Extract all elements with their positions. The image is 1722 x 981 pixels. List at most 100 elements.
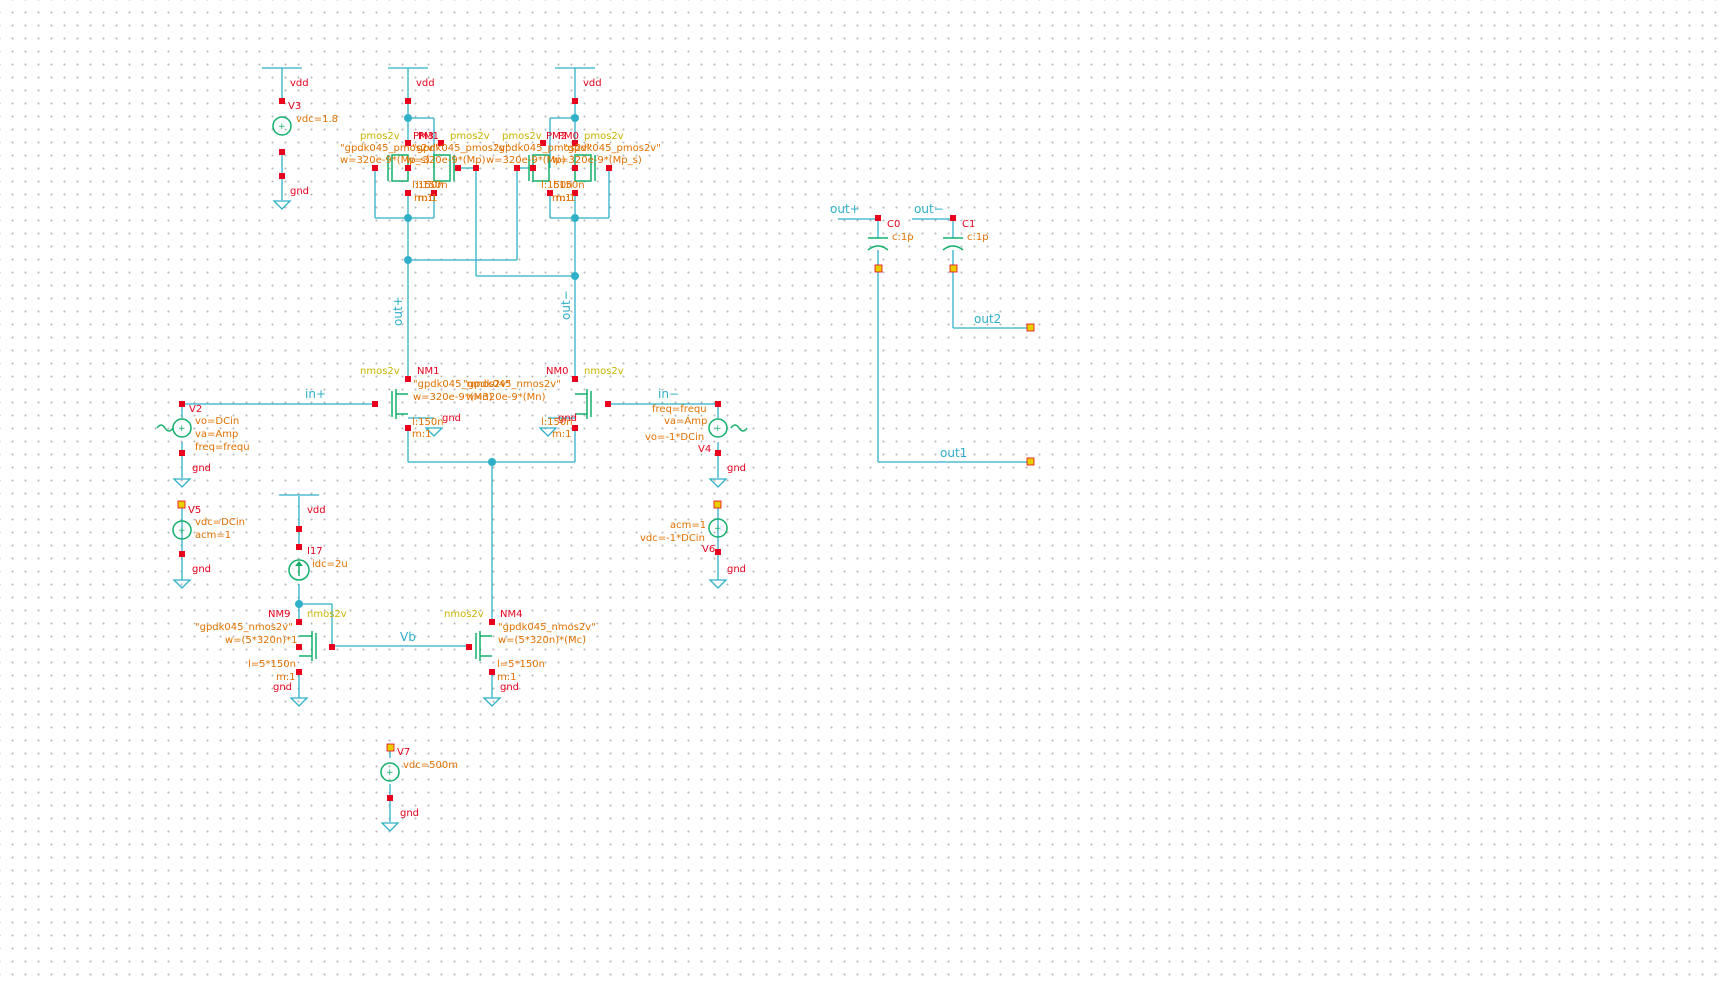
nm9-w: w=(5*320n)*1 xyxy=(225,635,298,646)
v4-name: V4 xyxy=(698,444,711,455)
net-label-out-plus: out+ xyxy=(391,296,405,326)
nm4-l: l=5*150n xyxy=(497,659,545,670)
c1-name: C1 xyxy=(962,219,975,230)
vdd-label-pm: vdd xyxy=(416,78,435,89)
gnd-label-nm1: gnd xyxy=(442,413,461,424)
c1-value: c:1p xyxy=(967,232,989,243)
svg-text:+: + xyxy=(714,424,722,434)
net-label-in-minus: in− xyxy=(658,387,679,401)
pm2-type: pmos2v xyxy=(502,131,542,142)
svg-text:+: + xyxy=(714,524,722,534)
pm3-type: pmos2v xyxy=(360,131,400,142)
c0-value: c:1p xyxy=(892,232,914,243)
v6-acm: acm=1 xyxy=(670,520,706,531)
nm1-type: nmos2v xyxy=(360,366,400,377)
gnd-label-v3: gnd xyxy=(290,186,309,197)
i17-idc: idc=2u xyxy=(312,559,348,570)
pm3-l: l:150n xyxy=(412,180,444,191)
nm4-type: nmos2v xyxy=(444,609,484,620)
nm9-name: NM9 xyxy=(268,609,290,620)
nm4-model: "gpdk045_nmos2v" xyxy=(498,622,596,633)
vdd-label-pm0: vdd xyxy=(583,78,602,89)
pm2-name: PM2 xyxy=(546,131,567,142)
pm1-m: m:1 xyxy=(418,193,437,204)
gnd-label-v5: gnd xyxy=(192,564,211,575)
v2-vo: vo=DCin xyxy=(195,416,239,427)
net-label-out2: out2 xyxy=(974,312,1001,326)
pm0-type: pmos2v xyxy=(584,131,624,142)
gnd-symbols xyxy=(172,200,728,832)
pm0-l: l:150n xyxy=(553,180,585,191)
pm3-m: m:1 xyxy=(414,193,433,204)
v4-vo: vo=-1*DCin xyxy=(645,432,704,443)
v5-acm: acm=1 xyxy=(195,530,231,541)
gnd-label-v7: gnd xyxy=(400,808,419,819)
v5-vdc: vdc=DCin xyxy=(195,517,245,528)
sources-symbols: + + + + + + xyxy=(156,116,748,782)
net-label-vb: Vb xyxy=(400,630,416,644)
pm2-w: w=320e-9*(Mp) xyxy=(486,155,566,166)
pm0-model: "gpdk045_pmos2v" xyxy=(563,143,661,154)
nm4-m: m:1 xyxy=(497,672,516,683)
v3-name: V3 xyxy=(288,101,301,112)
pm2-m: m:1 xyxy=(552,193,571,204)
gnd-label-nm9: gnd xyxy=(273,682,292,693)
nm0-model: "gpdk045_nmos2v" xyxy=(463,379,561,390)
gnd-label-v2: gnd xyxy=(192,463,211,474)
svg-text:+: + xyxy=(278,122,286,132)
v3-vdc: vdc=1.8 xyxy=(296,114,338,125)
pm1-w: w=320e-9*(Mp) xyxy=(406,155,486,166)
svg-text:+: + xyxy=(178,424,186,434)
pm0-w: w=320e-9*(Mp_s) xyxy=(552,155,642,166)
nm1-model: "gpdk045_nmos2v" xyxy=(413,379,511,390)
pm1-name: PM1 xyxy=(418,131,439,142)
c0-name: C0 xyxy=(887,219,900,230)
nm1-name: NM1 xyxy=(417,366,439,377)
v5-name: V5 xyxy=(188,505,201,516)
gnd-label-nm0: gnd xyxy=(558,413,577,424)
net-label-out1: out1 xyxy=(940,446,967,460)
i17-name: I17 xyxy=(307,546,323,557)
v2-freq: freq=frequ xyxy=(195,442,250,453)
vdd-rails xyxy=(262,67,595,496)
pm0-m: m:1 xyxy=(556,193,575,204)
net-label-c1-out-minus: out− xyxy=(914,202,944,216)
nm0-type: nmos2v xyxy=(584,366,624,377)
v2-name: V2 xyxy=(189,404,202,415)
net-label-in-plus: in+ xyxy=(305,387,326,401)
gnd-label-nm4: gnd xyxy=(500,682,519,693)
v7-name: V7 xyxy=(397,747,410,758)
nm0-w: w=320e-9*(Mn) xyxy=(466,392,546,403)
nm4-name: NM4 xyxy=(500,609,522,620)
pm1-model: "gpdk045_pmos2v" xyxy=(412,143,510,154)
pm2-l: l:150n xyxy=(541,180,573,191)
v4-freq: freq=frequ xyxy=(652,404,707,415)
svg-text:+: + xyxy=(386,768,394,778)
terminal-x-pins xyxy=(177,264,1035,752)
pm3-w: w=320e-9*(Mp_s) xyxy=(340,155,430,166)
nm0-l: l:150n xyxy=(541,417,573,428)
svg-text:+: + xyxy=(178,526,186,536)
nm9-model: "gpdk045_nmos2v" xyxy=(195,622,293,633)
net-label-c0-out-plus: out+ xyxy=(830,202,860,216)
v7-vdc: vdc=500m xyxy=(403,760,458,771)
pm1-l: l:150n xyxy=(416,180,448,191)
nm0-name: NM0 xyxy=(546,366,568,377)
pins xyxy=(179,98,956,801)
junction-dots xyxy=(295,114,579,608)
nm1-w: w=320e-9*(Mn) xyxy=(413,392,493,403)
vdd-label-v3: vdd xyxy=(290,78,309,89)
v2-va: va=Amp xyxy=(195,429,238,440)
nm9-type: nmos2v xyxy=(307,609,347,620)
net-label-out-minus: out− xyxy=(559,290,573,320)
pm1-type: pmos2v xyxy=(450,131,490,142)
gnd-label-v4: gnd xyxy=(727,463,746,474)
gnd-label-v6: gnd xyxy=(727,564,746,575)
pm0-name: PM0 xyxy=(558,131,579,142)
v4-va: va=Amp xyxy=(664,416,707,427)
wires xyxy=(181,74,1030,822)
pm3-name: PM3 xyxy=(413,131,434,142)
nm0-m: m:1 xyxy=(552,429,571,440)
